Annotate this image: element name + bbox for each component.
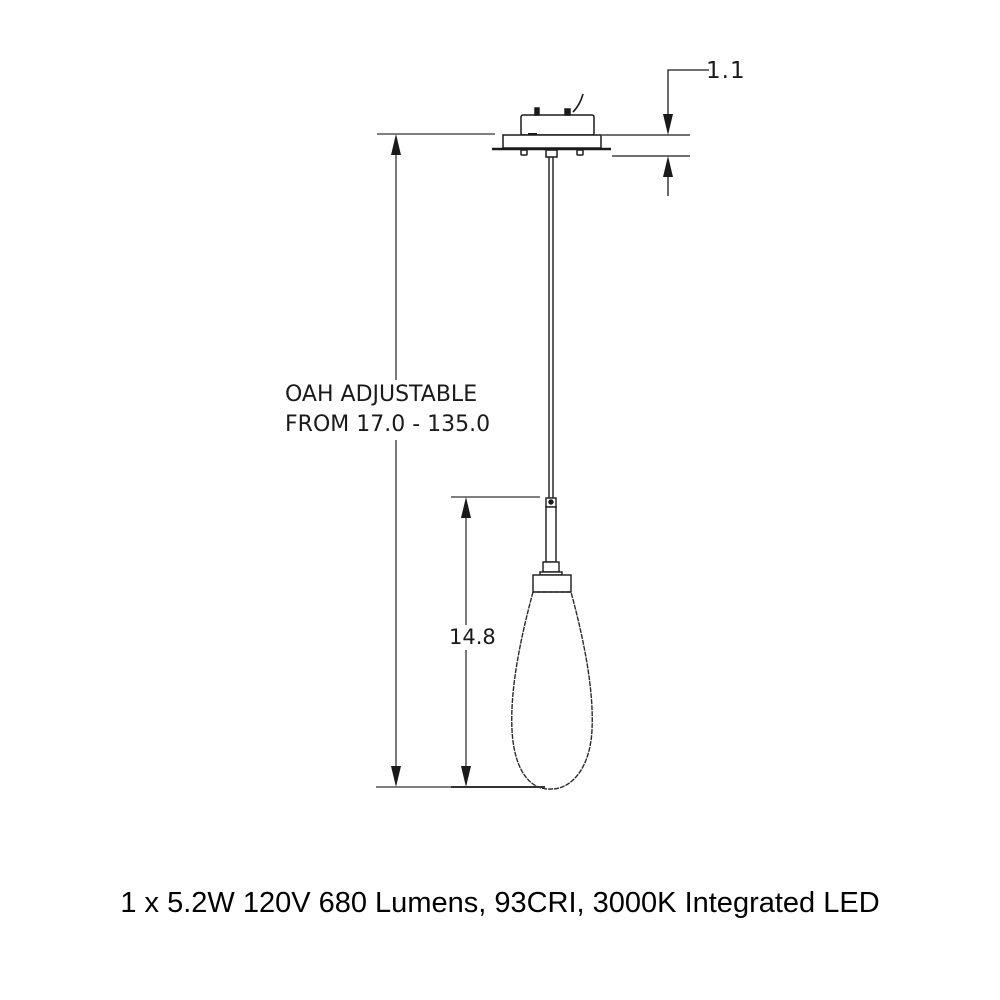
- oah-label-line1: OAH ADJUSTABLE: [285, 382, 478, 407]
- lamp-spec-caption: 1 x 5.2W 120V 680 Lumens, 93CRI, 3000K I…: [120, 887, 880, 919]
- oah-label-line2: FROM 17.0 - 135.0: [285, 412, 491, 437]
- ceiling-canopy: [492, 93, 611, 158]
- pendant-height-label: 14.8: [449, 625, 496, 650]
- suspension-cable: [548, 157, 554, 498]
- glass-shade: [511, 591, 593, 790]
- socket-assembly: [532, 497, 572, 593]
- pendant-dimension: [451, 496, 545, 788]
- oah-dimension: [376, 133, 495, 788]
- overall-height-label: OAH ADJUSTABLE FROM 17.0 - 135.0: [283, 380, 493, 440]
- canopy-dimension: [602, 69, 709, 196]
- canopy-height-label: 1.1: [706, 58, 746, 84]
